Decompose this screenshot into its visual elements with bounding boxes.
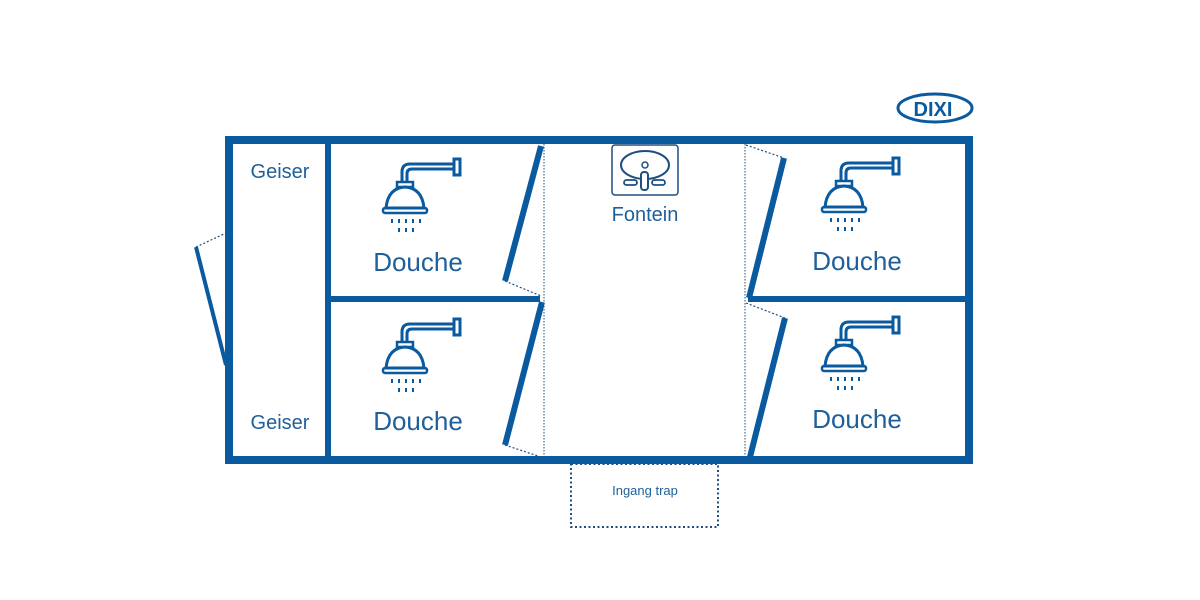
geiser-label-top: Geiser	[251, 161, 310, 183]
outer-door-left[interactable]	[194, 246, 228, 366]
door-bottom-right[interactable]	[747, 317, 788, 458]
logo-text: DIXI	[914, 99, 953, 121]
shower-label-bottom-right: Douche	[812, 404, 902, 434]
sink-icon	[611, 144, 679, 196]
fountain-label: Fontein	[612, 204, 679, 226]
dixi-logo: DIXI	[896, 92, 974, 124]
shower-head-icon	[820, 156, 901, 233]
entrance-stairs[interactable]	[570, 463, 719, 528]
entrance-label: Ingang trap	[612, 483, 678, 498]
shower-label-bottom-left: Douche	[373, 406, 463, 436]
door-top-right[interactable]	[746, 157, 787, 299]
shower-label-top-left: Douche	[373, 247, 463, 277]
geiser-label-bottom: Geiser	[251, 412, 310, 434]
shower-head-icon	[381, 157, 462, 234]
door-bottom-left[interactable]	[502, 301, 545, 446]
shower-head-icon	[381, 317, 462, 394]
door-top-left[interactable]	[502, 145, 544, 282]
shower-head-icon	[820, 315, 901, 392]
shower-label-top-right: Douche	[812, 246, 902, 276]
